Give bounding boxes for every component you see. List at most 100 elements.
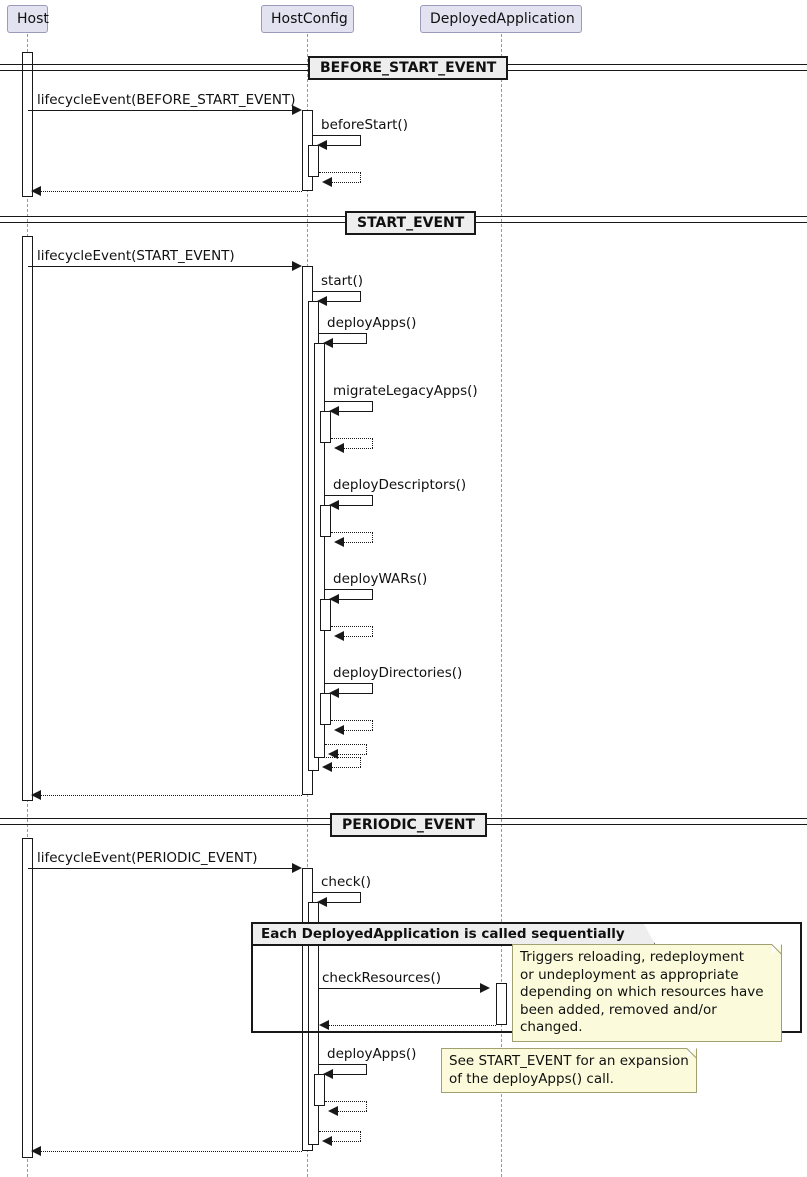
self-return-top-beforestart — [319, 172, 361, 173]
self-call-bottom-deploywars — [339, 599, 373, 600]
self-call-arrow-migratelegacyapps — [329, 406, 339, 416]
self-return-right-deployapps-periodic — [366, 1101, 367, 1111]
message-line-start — [28, 266, 296, 267]
participant-hostconfig[interactable]: HostConfig — [261, 5, 354, 33]
activation-hostconfig-deploydirectories — [320, 693, 331, 725]
note-fold-corner-1 — [772, 944, 782, 954]
self-call-bottom-deployapps-periodic — [333, 1074, 367, 1075]
activation-hostconfig-check — [308, 902, 319, 1145]
self-call-top-start — [313, 291, 361, 292]
self-call-right-deployapps-periodic — [366, 1064, 367, 1074]
self-return-arrow-check — [322, 1136, 332, 1146]
self-return-right-migratelegacyapps — [372, 438, 373, 448]
self-return-top-deploywars — [331, 626, 373, 627]
message-line-checkresources — [319, 988, 482, 989]
self-return-top-deployapps — [325, 744, 367, 745]
self-return-right-deploywars — [372, 626, 373, 636]
self-call-arrow-start — [317, 296, 327, 306]
return-arrow-before-start — [31, 186, 41, 196]
self-call-right-start — [360, 291, 361, 301]
activation-host-2 — [22, 236, 33, 801]
self-call-top-check — [313, 892, 361, 893]
message-label-deployapps: deployApps() — [327, 315, 417, 331]
self-call-top-migratelegacyapps — [325, 401, 373, 402]
participant-host[interactable]: Host — [7, 5, 49, 33]
self-return-arrow-deploywars — [334, 631, 344, 641]
self-return-bottom-deploydescriptors — [344, 542, 373, 543]
message-arrow-before-start — [292, 105, 302, 115]
message-arrow-periodic — [292, 863, 302, 873]
self-return-right-deploydescriptors — [372, 532, 373, 542]
self-return-bottom-migratelegacyapps — [344, 448, 373, 449]
self-return-arrow-start — [322, 762, 332, 772]
message-label-start: lifecycleEvent(START_EVENT) — [37, 248, 235, 264]
divider-start-event: START_EVENT — [345, 211, 477, 235]
self-return-top-deploydirectories — [331, 720, 373, 721]
return-line-checkresources — [328, 1025, 496, 1026]
message-label-before-start: lifecycleEvent(BEFORE_START_EVENT) — [37, 92, 296, 108]
lifeline-deployedapplication — [501, 34, 502, 1177]
message-label-periodic: lifecycleEvent(PERIODIC_EVENT) — [37, 850, 258, 866]
self-call-arrow-deploywars — [329, 594, 339, 604]
divider-before-start-event: BEFORE_START_EVENT — [308, 56, 509, 80]
message-label-deploydescriptors: deployDescriptors() — [333, 477, 467, 493]
self-return-bottom-deployapps — [338, 754, 367, 755]
note-fold-corner-2 — [687, 1048, 697, 1058]
message-label-start-self: start() — [321, 273, 363, 289]
self-return-top-migratelegacyapps — [331, 438, 373, 439]
self-call-top-deploydescriptors — [325, 495, 373, 496]
self-return-bottom-check — [332, 1141, 361, 1142]
return-line-start — [40, 795, 302, 796]
activation-hostconfig-deploywars — [320, 599, 331, 631]
activation-host-3 — [22, 838, 33, 1158]
self-return-top-deployapps-periodic — [325, 1101, 367, 1102]
return-line-before-start — [40, 191, 302, 192]
message-label-deploydirectories: deployDirectories() — [333, 665, 463, 681]
note-deployapps-periodic: See START_EVENT for an expansion of the … — [441, 1048, 697, 1093]
participant-deployedapplication[interactable]: DeployedApplication — [420, 5, 582, 33]
self-call-arrow-beforestart — [317, 140, 327, 150]
self-call-arrow-check — [317, 897, 327, 907]
activation-hostconfig-beforestart-inner — [308, 145, 319, 177]
message-arrow-start — [292, 261, 302, 271]
self-return-arrow-deployapps-periodic — [328, 1106, 338, 1116]
self-call-right-check — [360, 892, 361, 902]
self-return-arrow-deploydirectories — [334, 725, 344, 735]
message-line-periodic — [28, 868, 296, 869]
self-call-bottom-check — [327, 902, 361, 903]
self-return-right-start — [360, 757, 361, 767]
self-return-bottom-beforestart — [332, 182, 361, 183]
activation-hostconfig-deployapps-periodic — [314, 1074, 325, 1106]
self-call-arrow-deploydirectories — [329, 688, 339, 698]
activation-deployedapplication-checkresources — [496, 983, 507, 1025]
message-label-checkresources: checkResources() — [322, 970, 442, 986]
message-label-migratelegacyapps: migrateLegacyApps() — [333, 383, 478, 399]
self-call-top-deployapps — [319, 333, 367, 334]
self-call-arrow-deployapps — [323, 338, 333, 348]
message-arrow-checkresources — [480, 983, 490, 993]
self-call-top-deployapps-periodic — [319, 1064, 367, 1065]
self-call-bottom-deploydirectories — [339, 693, 373, 694]
self-return-arrow-migratelegacyapps — [334, 443, 344, 453]
self-return-arrow-deployapps — [328, 749, 338, 759]
self-return-arrow-beforestart — [322, 177, 332, 187]
self-return-bottom-deployapps-periodic — [338, 1111, 367, 1112]
self-call-right-deploywars — [372, 589, 373, 599]
self-return-bottom-start — [332, 767, 361, 768]
self-call-top-beforestart — [313, 135, 361, 136]
activation-hostconfig-migratelegacyapps — [320, 411, 331, 443]
self-return-arrow-deploydescriptors — [334, 537, 344, 547]
self-return-right-deploydirectories — [372, 720, 373, 730]
self-call-right-migratelegacyapps — [372, 401, 373, 411]
note-checkresources: Triggers reloading, redeployment or unde… — [512, 944, 782, 1042]
self-call-bottom-deployapps — [333, 343, 367, 344]
self-return-right-deployapps — [366, 744, 367, 754]
self-call-right-deploydirectories — [372, 683, 373, 693]
self-return-top-start — [319, 757, 361, 758]
self-call-bottom-beforestart — [327, 145, 361, 146]
self-call-bottom-start — [327, 301, 361, 302]
self-call-right-beforestart — [360, 135, 361, 145]
self-call-arrow-deployapps-periodic — [323, 1069, 333, 1079]
message-label-before-start-self: beforeStart() — [321, 117, 408, 133]
